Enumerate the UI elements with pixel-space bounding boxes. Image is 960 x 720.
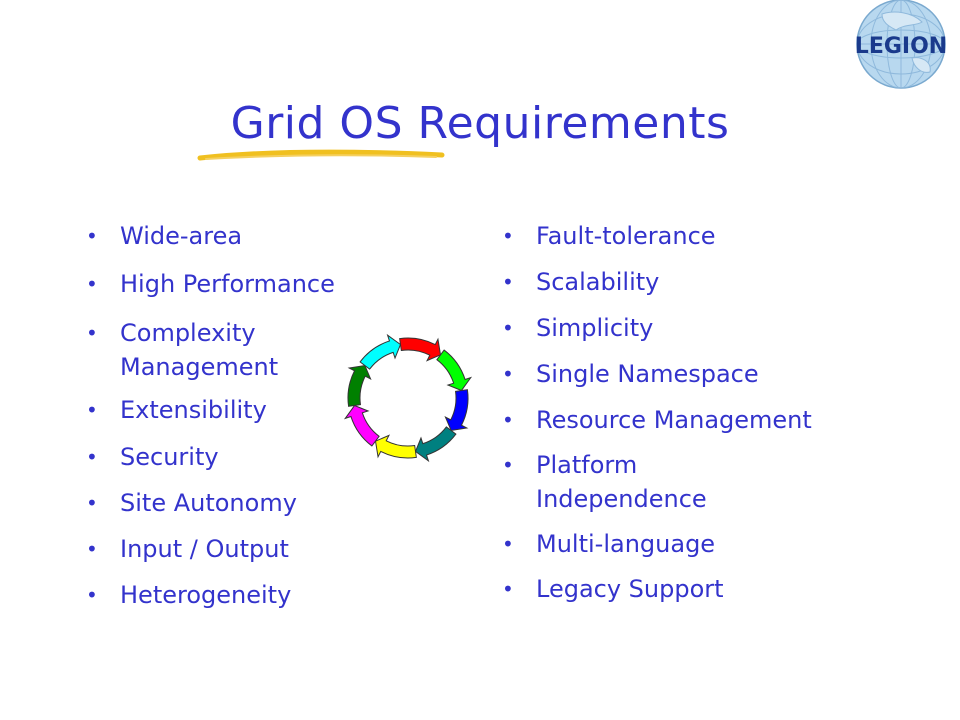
bullet: • (86, 491, 98, 515)
list-item-label: Extensibility (120, 396, 267, 424)
bullet: • (502, 362, 514, 386)
list-item: • Multi-language (502, 530, 902, 559)
bullet: • (86, 272, 98, 296)
bullet: • (502, 408, 514, 432)
list-item: • Security (86, 443, 336, 472)
legion-logo-text: LEGION (855, 34, 947, 59)
list-item-label: Resource Management (536, 406, 812, 434)
list-item: • Single Namespace (502, 360, 902, 389)
list-item-label: Heterogeneity (120, 581, 292, 609)
bullet: • (86, 583, 98, 607)
list-item-label: Wide-area (120, 222, 243, 250)
list-item-label: Single Namespace (536, 360, 759, 388)
bullet: • (86, 321, 98, 345)
list-item: • Legacy Support (502, 575, 902, 604)
cycle-arrow (399, 337, 442, 362)
cycle-arrow (436, 349, 473, 392)
cycle-arrow (347, 364, 372, 407)
list-item: • Resource Management (502, 406, 902, 435)
cycle-arrow (444, 389, 469, 432)
cycle-arrow (359, 333, 402, 370)
list-item: • Simplicity (502, 314, 902, 343)
list-item: • High Performance (86, 270, 336, 299)
list-item: • Wide-area (86, 222, 336, 251)
list-item-label: Platform Independence (536, 451, 707, 513)
list-item-label: Simplicity (536, 314, 654, 342)
list-item-label: Multi-language (536, 530, 716, 558)
bullet: • (502, 532, 514, 556)
bullet: • (502, 224, 514, 248)
list-item-label: Input / Output (120, 535, 289, 563)
circular-arrows-icon (343, 333, 473, 463)
list-item: • Fault-tolerance (502, 222, 902, 251)
list-item-label: Complexity Management (120, 319, 279, 381)
list-item: • Complexity Management (86, 316, 336, 384)
bullet: • (502, 577, 514, 601)
cycle-arrow (374, 434, 417, 459)
list-item-label: High Performance (120, 270, 335, 298)
legion-logo: LEGION (855, 0, 947, 89)
bullet: • (86, 398, 98, 422)
list-item-label: Scalability (536, 268, 660, 296)
list-item: • Platform Independence (502, 448, 902, 516)
bullet: • (502, 316, 514, 340)
right-requirements-list: • Fault-tolerance • Scalability • Simplicit… (502, 222, 902, 604)
list-item: • Site Autonomy (86, 489, 336, 518)
list-item-label: Security (120, 443, 219, 471)
list-item-label: Legacy Support (536, 575, 724, 603)
bullet: • (502, 453, 514, 477)
cycle-arrow (343, 404, 380, 447)
bullet: • (86, 445, 98, 469)
title-underline (197, 149, 445, 161)
list-item-label: Fault-tolerance (536, 222, 716, 250)
list-item-label: Site Autonomy (120, 489, 297, 517)
left-requirements-list: • Wide-area • High Performance • Complexity… (86, 222, 336, 610)
bullet: • (86, 224, 98, 248)
list-item: • Input / Output (86, 535, 336, 564)
list-item: • Extensibility (86, 396, 336, 425)
slide-title: Grid OS Requirements (230, 98, 730, 149)
list-item: • Heterogeneity (86, 581, 336, 610)
bullet: • (502, 270, 514, 294)
cycle-arrow (414, 426, 457, 463)
list-item: • Scalability (502, 268, 902, 297)
bullet: • (86, 537, 98, 561)
